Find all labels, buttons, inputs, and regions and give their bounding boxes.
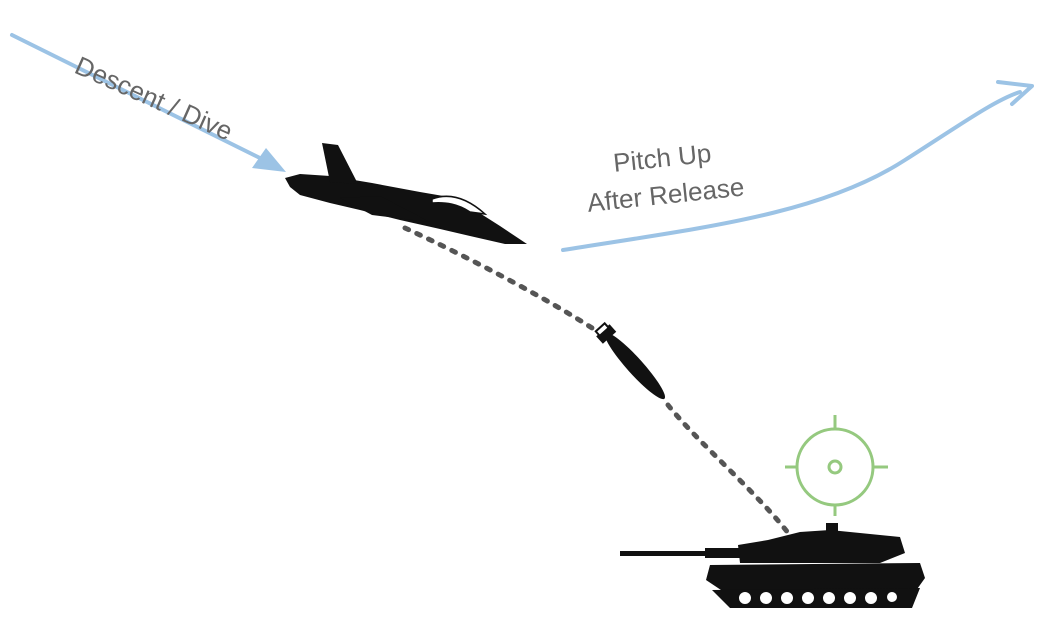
bomb-trajectory: [402, 225, 795, 541]
pitch-up-arrow: [561, 80, 1034, 252]
bomb-icon: [594, 321, 666, 400]
target-reticle-icon: [785, 415, 888, 516]
descent-arrow: [10, 33, 286, 172]
tank-icon: [620, 523, 925, 608]
fighter-jet-icon: [285, 143, 527, 244]
